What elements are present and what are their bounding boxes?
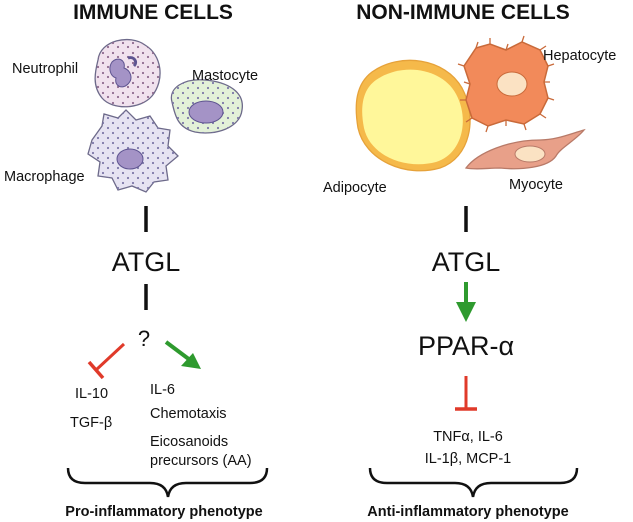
inhibited-tnfa-il-6: TNFα, IL-6: [433, 429, 503, 445]
left-activation-arrow: [164, 340, 201, 369]
induced-eicosanoids: Eicosanoids: [150, 434, 228, 450]
anti-inflammatory-phenotype-label: Anti-inflammatory phenotype: [367, 504, 568, 520]
left-atgl-label: ATGL: [112, 247, 181, 277]
induced-chemotaxis: Chemotaxis: [150, 406, 227, 422]
right-inhibition-arrow: [455, 376, 477, 411]
induced-precursors-aa: precursors (AA): [150, 453, 252, 469]
mastocyte-label: Mastocyte: [192, 68, 258, 84]
adipocyte-cell-icon: [355, 59, 471, 172]
myocyte-cell-icon: [464, 128, 586, 170]
immune-cells-heading: IMMUNE CELLS: [73, 1, 233, 24]
hepatocyte-label: Hepatocyte: [543, 48, 616, 64]
right-grouping-brace: [368, 467, 579, 498]
non-immune-cells-heading: NON-IMMUNE CELLS: [356, 1, 570, 24]
neutrophil-label: Neutrophil: [12, 61, 78, 77]
ppar-alpha-label: PPAR-α: [418, 331, 514, 361]
inhibited-il-1b-mcp-1: IL-1β, MCP-1: [425, 451, 512, 467]
mastocyte-cell-icon: [170, 79, 243, 134]
induced-il-6: IL-6: [150, 382, 175, 398]
inhibited-il-10: IL-10: [75, 386, 108, 402]
macrophage-cell-icon: [87, 109, 179, 193]
inhibited-tgf-beta: TGF-β: [70, 415, 112, 431]
unknown-mediator-label: ?: [138, 326, 150, 351]
myocyte-label: Myocyte: [509, 177, 563, 193]
right-atgl-label: ATGL: [432, 247, 501, 277]
neutrophil-cell-icon: [94, 38, 161, 108]
hepatocyte-cell-icon: [457, 35, 555, 133]
macrophage-label: Macrophage: [4, 169, 85, 185]
left-grouping-brace: [66, 467, 269, 498]
adipocyte-label: Adipocyte: [323, 180, 387, 196]
right-activation-arrow: [456, 282, 476, 322]
left-inhibition-arrow: [87, 342, 126, 380]
pro-inflammatory-phenotype-label: Pro-inflammatory phenotype: [65, 504, 262, 520]
